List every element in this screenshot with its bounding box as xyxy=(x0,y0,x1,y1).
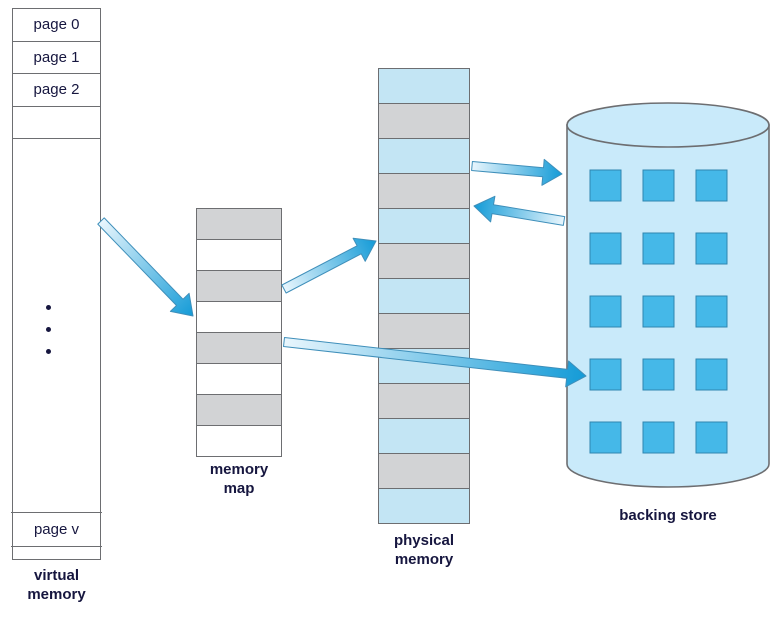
arrow-virtual-to-map xyxy=(97,217,194,317)
physical-memory-row xyxy=(379,174,469,209)
ellipsis-dot xyxy=(46,305,51,310)
physical-memory-row xyxy=(379,104,469,139)
memory-map-row xyxy=(197,271,281,302)
virtual-memory-column: page 0 page 1 page 2 page v xyxy=(11,8,102,560)
ellipsis-dot xyxy=(46,349,51,354)
backing-store-block xyxy=(695,358,728,391)
backing-store-cylinder-body xyxy=(566,124,770,488)
backing-store-block xyxy=(695,169,728,202)
memory-map-row xyxy=(197,302,281,333)
vm-ellipsis xyxy=(46,305,51,354)
backing-store-block xyxy=(589,358,622,391)
memory-map-row xyxy=(197,333,281,364)
backing-store-block xyxy=(589,169,622,202)
backing-store-block xyxy=(589,421,622,454)
backing-store-block xyxy=(695,421,728,454)
backing-store-block xyxy=(642,421,675,454)
physical-memory-row xyxy=(379,489,469,523)
physical-memory-row xyxy=(379,454,469,489)
arrow-physical-to-backing-store xyxy=(471,158,563,186)
physical-memory-row xyxy=(379,314,469,349)
backing-store-block xyxy=(695,232,728,265)
vm-page-cell: page 2 xyxy=(13,74,100,107)
backing-store-block xyxy=(695,295,728,328)
backing-store-block xyxy=(642,169,675,202)
memory-map-row xyxy=(197,426,281,456)
backing-store-block xyxy=(642,295,675,328)
physical-memory-row xyxy=(379,384,469,419)
backing-store-cylinder-top xyxy=(566,102,770,148)
memory-map-row xyxy=(197,364,281,395)
backing-store-block xyxy=(642,232,675,265)
memory-map-row xyxy=(197,240,281,271)
physical-memory-column xyxy=(378,68,470,524)
vm-page-v-cell: page v xyxy=(11,512,102,547)
arrow-map-to-physical xyxy=(281,237,377,294)
physical-memory-row xyxy=(379,349,469,384)
vm-page-cell: page 1 xyxy=(13,42,100,74)
physical-memory-row xyxy=(379,279,469,314)
backing-store-block xyxy=(589,295,622,328)
memory-map-row xyxy=(197,395,281,426)
physical-memory-row xyxy=(379,209,469,244)
physical-memory-row xyxy=(379,244,469,279)
physical-memory-row xyxy=(379,69,469,104)
ellipsis-dot xyxy=(46,327,51,332)
arrow-backing-store-to-physical xyxy=(473,195,566,226)
virtual-memory-label: virtual memory xyxy=(27,567,86,603)
backing-store-block xyxy=(642,358,675,391)
memory-map-column xyxy=(196,208,282,457)
physical-memory-row xyxy=(379,419,469,454)
physical-memory-row xyxy=(379,139,469,174)
backing-store-block xyxy=(589,232,622,265)
vm-page-cell: page 0 xyxy=(13,9,100,42)
backing-store-blocks xyxy=(589,169,728,454)
vm-empty-cell xyxy=(13,106,100,139)
memory-map-label: memory map xyxy=(209,461,269,497)
physical-memory-label: physical memory xyxy=(393,532,455,568)
backing-store-label: backing store xyxy=(619,507,717,524)
memory-map-row xyxy=(197,209,281,240)
arrows xyxy=(97,158,587,388)
